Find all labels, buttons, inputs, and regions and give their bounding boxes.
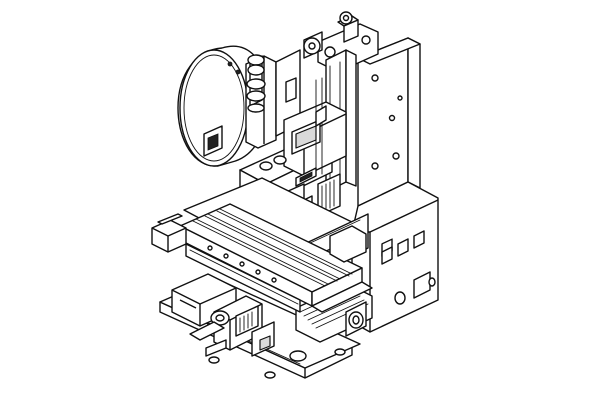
base-bolt-hole: [289, 350, 307, 362]
work-table: [151, 203, 363, 307]
x-axis-drive: [171, 273, 275, 357]
tool-changer-carousel: [177, 45, 301, 167]
table-rails: [185, 225, 373, 313]
machine-column: [351, 37, 439, 333]
leveling-foot: [208, 356, 220, 364]
leveling-foot: [334, 348, 346, 356]
leveling-foot: [264, 371, 276, 379]
